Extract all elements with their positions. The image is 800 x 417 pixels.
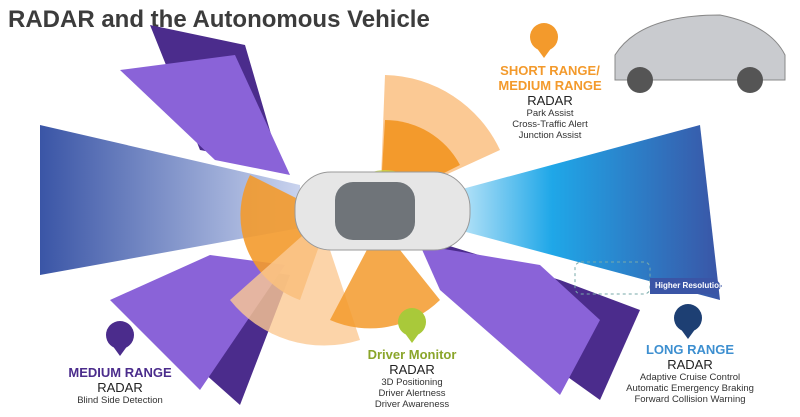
map-pin-driver-monitor-icon (398, 308, 426, 343)
driver-monitor-label: Driver Monitor RADAR 3D Positioning Driv… (357, 347, 467, 411)
feature: Forward Collision Warning (634, 393, 746, 405)
feature: Driver Awareness (374, 398, 450, 410)
short-range-heading-1: SHORT RANGE/ (500, 63, 600, 78)
feature: 3D Positioning (381, 376, 443, 388)
long-range-label: LONG RANGE RADAR Adaptive Cruise Control… (620, 342, 760, 406)
feature: Park Assist (526, 107, 574, 119)
higher-resolution-label: Higher Resolution (655, 281, 724, 290)
feature: Automatic Emergency Braking (626, 382, 754, 394)
pedestrian-detection-box (574, 261, 651, 295)
car-top-view (294, 171, 471, 251)
long-range-radar: RADAR (667, 356, 713, 372)
bottom-right-purple-inner (420, 245, 600, 395)
bottom-left-purple-inner (110, 255, 285, 390)
top-left-purple-inner (120, 55, 290, 175)
feature: Blind Side Detection (77, 394, 163, 406)
feature: Adaptive Cruise Control (639, 371, 741, 383)
short-range-label: SHORT RANGE/ MEDIUM RANGE RADAR Park Ass… (490, 63, 610, 142)
left-long-beam (40, 125, 300, 275)
map-pin-short-range-icon (530, 23, 558, 58)
map-pin-long-range-icon (674, 304, 702, 339)
car-photo (614, 14, 786, 93)
medium-range-heading: MEDIUM RANGE (68, 365, 172, 380)
short-range-heading-2: MEDIUM RANGE (498, 77, 602, 93)
short-range-beam-left-outer (230, 220, 360, 346)
medium-range-radar: RADAR (97, 379, 143, 395)
feature: Cross-Traffic Alert (512, 118, 588, 130)
short-range-radar: RADAR (527, 92, 573, 108)
driver-monitor-heading: Driver Monitor (367, 347, 457, 362)
long-range-heading: LONG RANGE (645, 342, 735, 357)
higher-resolution-arrow (650, 278, 722, 294)
feature: Driver Alertness (378, 387, 446, 399)
right-long-beam (440, 125, 720, 300)
map-pin-medium-range-icon (106, 321, 134, 356)
medium-range-label: MEDIUM RANGE RADAR Blind Side Detection (60, 365, 180, 407)
driver-monitor-radar: RADAR (389, 361, 435, 377)
feature: Junction Assist (518, 129, 582, 141)
short-range-beam-bottom (330, 225, 440, 329)
page-title: RADAR and the Autonomous Vehicle (8, 6, 430, 33)
